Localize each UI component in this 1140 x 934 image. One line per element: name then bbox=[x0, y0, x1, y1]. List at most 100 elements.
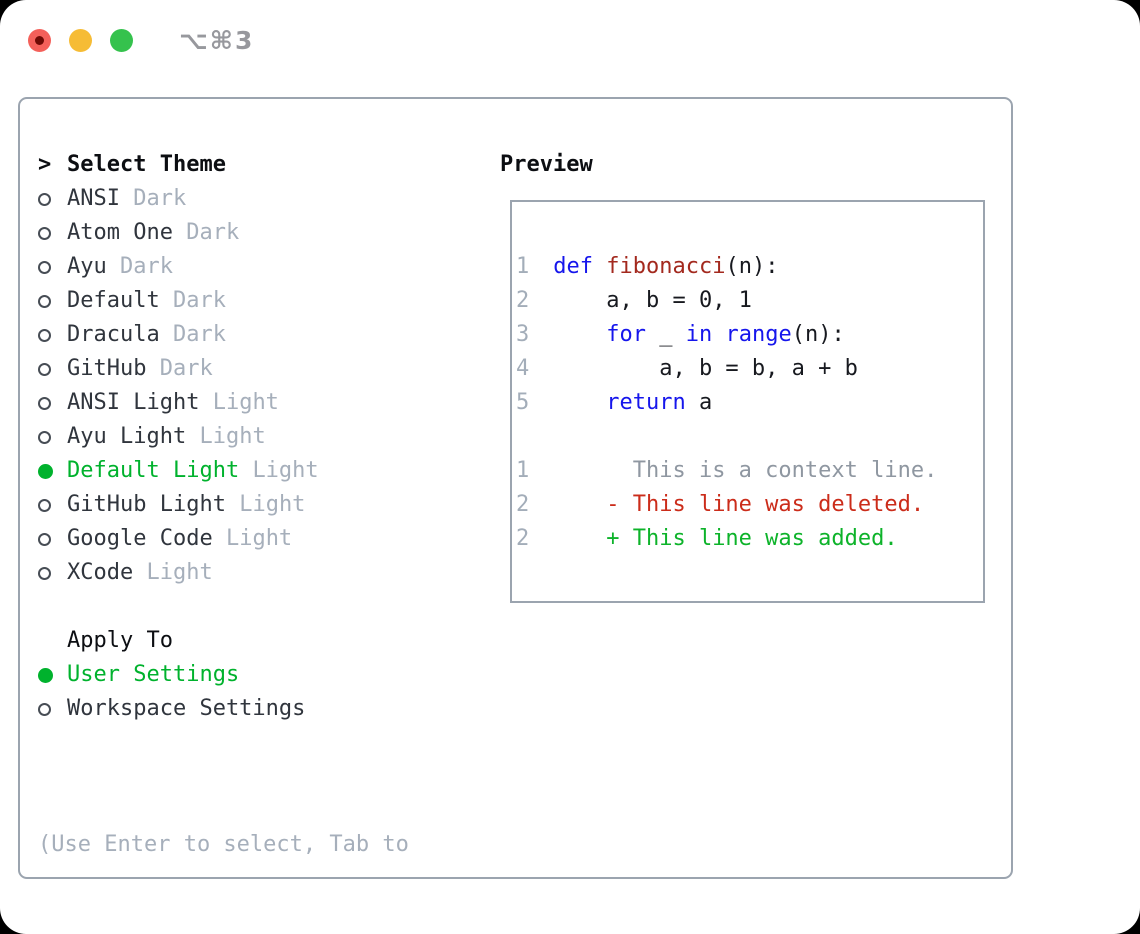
radio-circle-icon bbox=[38, 532, 67, 546]
line-number: 2 bbox=[516, 526, 530, 551]
code-token bbox=[593, 254, 606, 279]
code-token: a, b = 0, 1 bbox=[553, 288, 752, 313]
theme-option-ayu[interactable]: Ayu Dark bbox=[38, 250, 319, 284]
line-number: 2 bbox=[516, 492, 530, 517]
code-line: 4 a, b = b, a + b bbox=[516, 352, 983, 386]
theme-option-variant: Light bbox=[225, 526, 293, 551]
theme-option-ansi[interactable]: ANSI Dark bbox=[38, 182, 319, 216]
line-number: 1 bbox=[516, 458, 530, 483]
zoom-button[interactable] bbox=[110, 29, 133, 52]
theme-option-variant: Light bbox=[239, 492, 306, 517]
code-token: for bbox=[606, 322, 646, 347]
theme-option-name: GitHub Light bbox=[67, 492, 226, 517]
radio-circle-icon bbox=[38, 498, 67, 512]
theme-option-name: Ayu bbox=[67, 254, 107, 279]
theme-option-name: Atom One bbox=[67, 220, 173, 245]
apply-option-user-settings[interactable]: User Settings bbox=[38, 658, 305, 692]
radio-circle-icon bbox=[38, 328, 67, 342]
theme-option-name: GitHub bbox=[67, 356, 147, 381]
radio-circle-icon bbox=[38, 260, 67, 274]
minimize-button[interactable] bbox=[69, 29, 92, 52]
code-token: (n): bbox=[791, 322, 845, 347]
apply-option-name: Workspace Settings bbox=[67, 696, 306, 721]
code-line: 5 return a bbox=[516, 386, 983, 420]
theme-option-label: Default Light Light bbox=[67, 454, 319, 488]
theme-option-label: XCode Light bbox=[67, 556, 213, 590]
theme-option-variant: Light bbox=[252, 458, 319, 483]
preview-heading: Preview bbox=[500, 152, 593, 177]
select-theme-header: > Select Theme bbox=[38, 148, 319, 182]
theme-option-xcode[interactable]: XCode Light bbox=[38, 556, 319, 590]
theme-option-variant: Light bbox=[199, 424, 266, 449]
theme-option-variant: Dark bbox=[159, 356, 213, 381]
theme-option-variant: Dark bbox=[172, 288, 226, 313]
apply-option-workspace-settings[interactable]: Workspace Settings bbox=[38, 692, 305, 726]
radio-circle-icon bbox=[38, 396, 67, 410]
theme-option-default[interactable]: Default Dark bbox=[38, 284, 319, 318]
code-token: (n): bbox=[725, 254, 779, 279]
close-button[interactable] bbox=[28, 29, 51, 52]
theme-option-label: GitHub Dark bbox=[67, 352, 213, 386]
theme-option-name: Dracula bbox=[67, 322, 160, 347]
theme-option-dracula[interactable]: Dracula Dark bbox=[38, 318, 319, 352]
theme-option-atom-one[interactable]: Atom One Dark bbox=[38, 216, 319, 250]
apply-to-title: Apply To bbox=[67, 628, 173, 653]
theme-option-github[interactable]: GitHub Dark bbox=[38, 352, 319, 386]
theme-option-google-code[interactable]: Google Code Light bbox=[38, 522, 319, 556]
code-content: + This line was added. bbox=[553, 522, 897, 556]
theme-option-label: Ayu Light Light bbox=[67, 420, 266, 454]
code-token: a bbox=[685, 390, 713, 415]
theme-option-name: Google Code bbox=[67, 526, 213, 551]
chevron-right-icon: > bbox=[38, 152, 52, 177]
theme-option-variant: Dark bbox=[133, 186, 187, 211]
theme-option-ayu-light[interactable]: Ayu Light Light bbox=[38, 420, 319, 454]
radio-selected-icon bbox=[38, 463, 67, 479]
line-number: 2 bbox=[516, 288, 530, 313]
theme-list-title: Select Theme bbox=[67, 152, 226, 177]
theme-option-label: Google Code Light bbox=[67, 522, 292, 556]
code-line: 2 a, b = 0, 1 bbox=[516, 284, 983, 318]
theme-option-label: Ayu Dark bbox=[67, 250, 173, 284]
window-shortcut-label: ⌥⌘3 bbox=[179, 26, 255, 55]
theme-option-ansi-light[interactable]: ANSI Light Light bbox=[38, 386, 319, 420]
apply-option-name: User Settings bbox=[67, 662, 240, 687]
titlebar: ⌥⌘3 bbox=[28, 26, 254, 55]
code-content: return a bbox=[553, 386, 712, 420]
code-content: def fibonacci(n): bbox=[553, 250, 778, 284]
radio-circle-icon bbox=[38, 362, 67, 376]
theme-option-label: Dracula Dark bbox=[67, 318, 226, 352]
keyboard-hint: (Use Enter to select, Tab to change focu… bbox=[38, 760, 409, 934]
theme-option-github-light[interactable]: GitHub Light Light bbox=[38, 488, 319, 522]
code-content: - This line was deleted. bbox=[553, 488, 924, 522]
code-token bbox=[553, 390, 606, 415]
theme-option-label: Default Dark bbox=[67, 284, 226, 318]
radio-circle-icon bbox=[38, 702, 67, 716]
radio-selected-icon bbox=[38, 667, 67, 683]
code-token: in bbox=[685, 322, 713, 347]
theme-option-name: ANSI bbox=[67, 186, 120, 211]
code-content: for _ in range(n): bbox=[553, 318, 844, 352]
apply-option-label: User Settings bbox=[67, 658, 239, 692]
theme-option-name: Default Light bbox=[67, 458, 240, 483]
radio-circle-icon bbox=[38, 566, 67, 580]
code-token: range bbox=[725, 322, 792, 347]
theme-option-variant: Light bbox=[146, 560, 213, 585]
theme-option-label: GitHub Light Light bbox=[67, 488, 305, 522]
keyboard-hint-line-2: change focus) bbox=[38, 930, 409, 934]
radio-circle-icon bbox=[38, 192, 67, 206]
code-token: - This line was deleted. bbox=[553, 492, 925, 517]
radio-circle-icon bbox=[38, 430, 67, 444]
code-line: 3 for _ in range(n): bbox=[516, 318, 983, 352]
theme-option-label: ANSI Light Light bbox=[67, 386, 279, 420]
theme-option-variant: Light bbox=[212, 390, 279, 415]
code-token: fibonacci bbox=[606, 254, 726, 279]
theme-option-name: ANSI Light bbox=[67, 390, 200, 415]
theme-option-default-light[interactable]: Default Light Light bbox=[38, 454, 319, 488]
code-line: 2 - This line was deleted. bbox=[516, 488, 983, 522]
line-number: 3 bbox=[516, 322, 530, 347]
code-line: 1 This is a context line. bbox=[516, 454, 983, 488]
theme-option-label: ANSI Dark bbox=[67, 182, 186, 216]
